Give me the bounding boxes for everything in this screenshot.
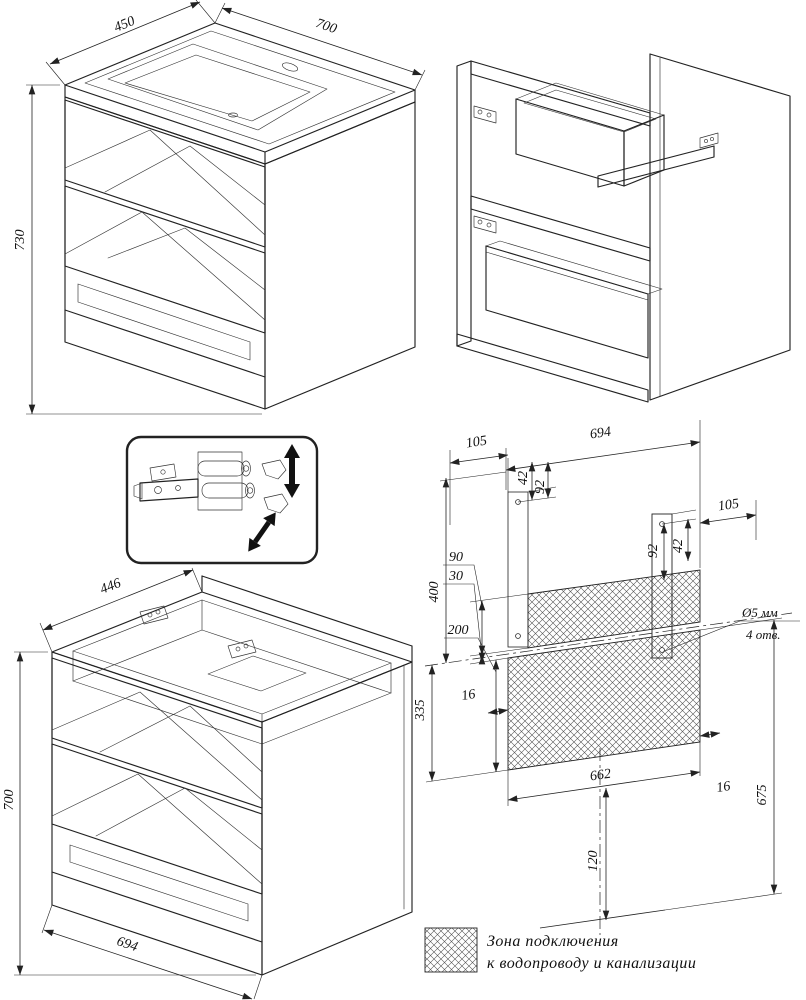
dim-label-105-left: 105 xyxy=(465,433,488,451)
diagonal-adjust-arrow-icon xyxy=(248,512,276,552)
hole-note-line2: 4 отв. xyxy=(746,627,781,642)
hole-bottom-left xyxy=(515,633,521,639)
latch-hook-1 xyxy=(261,459,287,480)
right-mounting-strip xyxy=(651,513,673,659)
dim-label-200: 200 xyxy=(448,623,469,638)
bottom-rail xyxy=(51,871,263,943)
horizontal-centerline xyxy=(424,612,793,667)
dim-label-16-right: 16 xyxy=(715,779,731,796)
soft-close-detail-inset xyxy=(125,435,319,565)
damper-cylinder-2 xyxy=(201,482,255,499)
dim-label-700-left: 700 xyxy=(2,790,17,811)
dim-label-694-bottom: 694 xyxy=(115,934,140,955)
dim-label-700-top: 700 xyxy=(314,16,339,37)
legend-hatch-sample xyxy=(424,927,478,973)
countertop-edges xyxy=(64,84,416,165)
mounting-bracket-mid xyxy=(473,215,497,234)
bottom-shelf xyxy=(456,333,649,403)
dim-label-662: 662 xyxy=(589,767,612,785)
vertical-adjust-arrow-icon xyxy=(284,444,300,498)
siphon-cutout xyxy=(207,655,307,692)
label-leaders xyxy=(443,564,800,673)
drawer-2-front xyxy=(64,185,266,334)
dim-label-730: 730 xyxy=(13,230,28,251)
drawer-1-front xyxy=(51,657,263,809)
dim-label-92-right: 92 xyxy=(646,544,661,558)
open-shelf-interior xyxy=(69,844,249,922)
dim-label-42-right: 42 xyxy=(671,539,686,553)
bottom-rail xyxy=(64,309,266,378)
sink-basin-bottom xyxy=(124,54,311,122)
drawer-decor-lines xyxy=(64,129,266,321)
slide-rail-arm xyxy=(133,463,199,502)
drawer-decor-lines xyxy=(51,691,263,885)
dim-label-92-left: 92 xyxy=(533,480,548,494)
cabinet-right-face xyxy=(261,661,413,976)
damper-cylinder-1 xyxy=(197,460,251,477)
latch-hook-2 xyxy=(263,493,289,514)
dim-label-30: 30 xyxy=(448,569,463,584)
lower-connection-zone xyxy=(507,629,701,771)
legend-text-line2: к водопроводу и канализации xyxy=(487,955,696,972)
lower-drawer-front xyxy=(485,240,663,359)
dim-label-400: 400 xyxy=(427,582,442,603)
dimension-lines xyxy=(428,440,778,921)
front-view-dimensions: 450 700 730 xyxy=(13,0,426,415)
dim-label-120: 120 xyxy=(586,851,601,872)
dim-label-335: 335 xyxy=(413,700,428,722)
floor-reference-line xyxy=(539,909,666,929)
legend: Зона подключения к водопроводу и канализ… xyxy=(424,927,696,973)
hole-bottom-right xyxy=(659,647,665,653)
back-left-stile xyxy=(456,60,472,347)
legend-text-line1: Зона подключения xyxy=(487,933,619,950)
dim-label-16-left: 16 xyxy=(460,687,476,704)
upper-drawer-box xyxy=(515,82,665,187)
countertop-top-face xyxy=(64,22,416,153)
interior-isometric-view xyxy=(456,53,791,403)
drawer-2-front xyxy=(51,743,263,895)
dim-label-42-left: 42 xyxy=(516,471,531,485)
wall-bracket-2 xyxy=(227,639,257,659)
open-shelf-interior xyxy=(77,283,251,361)
dim-label-105-right: 105 xyxy=(717,497,740,515)
hole-note-leader xyxy=(664,620,800,652)
front-isometric-view: 450 700 730 xyxy=(13,0,426,415)
rear-view-dimensions: 446 700 694 xyxy=(2,567,263,1000)
top-rail xyxy=(470,60,651,127)
wall-mounting-diagram: 105 694 42 92 92 42 105 90 30 400 200 33… xyxy=(413,420,800,935)
dim-label-675: 675 xyxy=(755,785,770,806)
extension-lines xyxy=(425,420,783,911)
cabinet-right-face xyxy=(264,101,416,410)
cabinet-front-face xyxy=(51,651,263,976)
sink-rim xyxy=(84,30,396,145)
faucet-hole xyxy=(281,62,299,72)
overflow-hole xyxy=(228,112,238,118)
mid-rail xyxy=(470,195,651,262)
drawer-slide-rail xyxy=(597,132,719,188)
dim-label-694-top: 694 xyxy=(589,425,612,443)
back-hanging-rail xyxy=(201,575,413,663)
drawer-1-front xyxy=(64,99,266,248)
left-mounting-strip xyxy=(507,491,529,648)
dim-label-90: 90 xyxy=(449,550,463,565)
right-side-panel xyxy=(649,53,791,401)
dim-label-450: 450 xyxy=(112,14,137,36)
interior-floor xyxy=(72,599,392,745)
rear-isometric-view: 446 700 694 xyxy=(2,567,413,1000)
hole-note-line1: Ø5 мм xyxy=(741,605,778,620)
mounting-bracket-top xyxy=(473,105,497,124)
dim-label-446: 446 xyxy=(98,576,123,598)
detail-frame xyxy=(125,435,319,565)
